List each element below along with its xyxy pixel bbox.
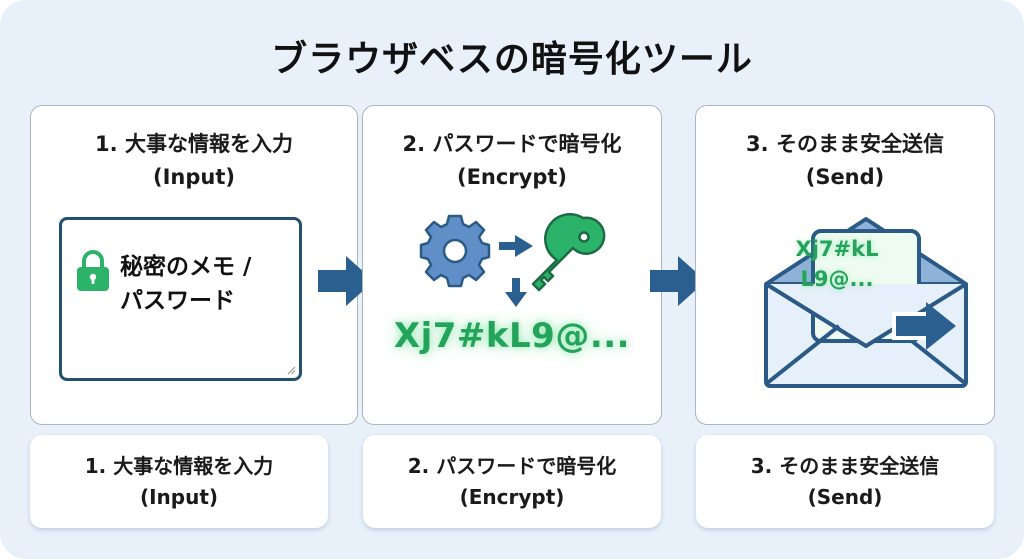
step-title: 2. パスワードで暗号化 [402,132,622,156]
send-arrow-icon [892,302,956,350]
page-title: ブラウザベスの暗号化ツール [271,39,753,80]
arrow-down-icon [505,278,527,307]
summary-subtitle: (Send) [807,485,883,509]
secret-memo-text: 秘密のメモ / パスワード [120,250,300,318]
step-subtitle: (Input) [153,165,235,189]
step-card-encrypt: 2. パスワードで暗号化 (Encrypt) Xj7#kL9@... [362,105,662,425]
step-heading: 3. そのまま安全送信 (Send) [696,128,994,194]
arrow-right-icon [499,235,533,257]
cipher-text: Xj7#kL9@... [393,316,631,356]
step-heading: 2. パスワードで暗号化 (Encrypt) [363,128,661,194]
step-subtitle: (Send) [805,165,885,189]
summary-card-send: 3. そのまま安全送信 (Send) [696,435,994,528]
gear-icon [419,214,491,288]
step-card-input: 1. 大事な情報を入力 (Input) 秘密のメモ / パスワード [30,105,358,425]
summary-card-encrypt: 2. パスワードで暗号化 (Encrypt) [363,435,661,528]
step-title: 1. 大事な情報を入力 [95,132,293,156]
step-title: 3. そのまま安全送信 [746,132,944,156]
summary-subtitle: (Input) [139,485,219,509]
memo-line-1: 秘密のメモ / [120,254,252,280]
flow-arrow-icon [318,256,374,306]
summary-title: 1. 大事な情報を入力 [84,454,274,478]
lock-icon [77,250,109,291]
letter-line-2: L9@... [800,267,874,291]
key-icon [531,213,606,292]
memo-line-2: パスワード [120,288,235,314]
encrypt-illustration [419,213,606,307]
summary-subtitle: (Encrypt) [459,485,565,509]
summary-title: 3. そのまま安全送信 [750,454,940,478]
secret-input-box[interactable]: 秘密のメモ / パスワード [59,217,302,381]
envelope-icon [764,217,968,388]
summary-card-input: 1. 大事な情報を入力 (Input) [30,435,328,528]
summary-title: 2. パスワードで暗号化 [407,454,617,478]
step-subtitle: (Encrypt) [456,165,568,189]
step-card-send: 3. そのまま安全送信 (Send) Xj7#kL L9@... [695,105,995,425]
flow-arrow-icon [650,256,706,306]
resize-handle-icon[interactable] [286,365,296,375]
letter-cipher-text: Xj7#kL L9@... [789,234,885,294]
step-heading: 1. 大事な情報を入力 (Input) [31,128,357,194]
letter-line-1: Xj7#kL [795,237,879,261]
